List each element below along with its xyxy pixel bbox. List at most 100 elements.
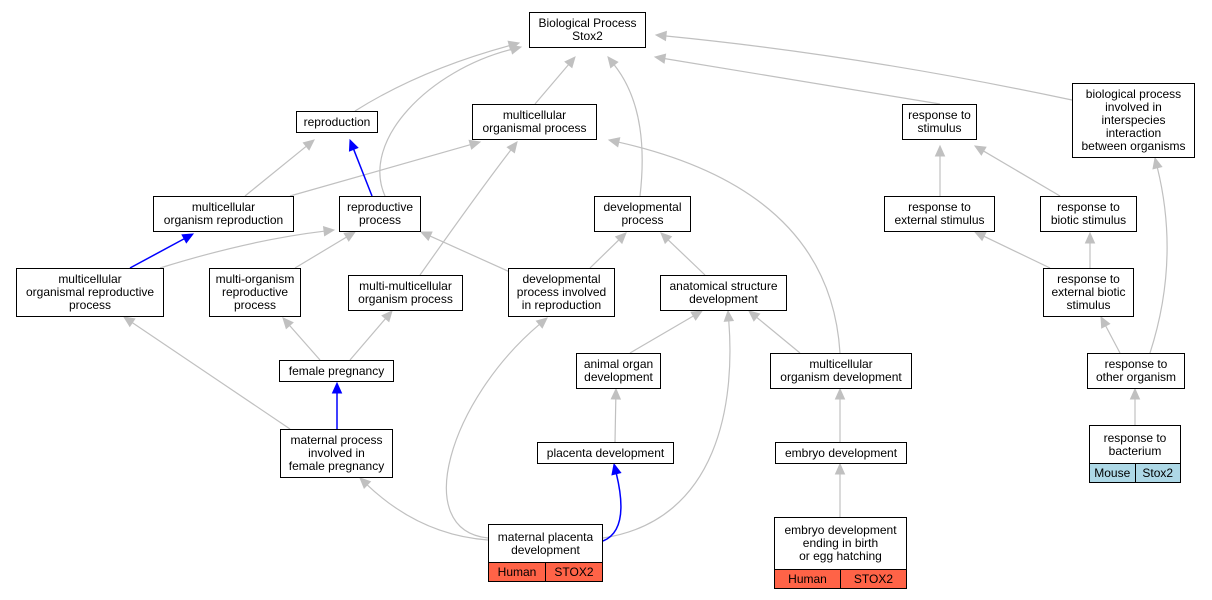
edge-mmop-to-mop bbox=[419, 149, 512, 276]
edge-roo-to-bpii-arrowhead bbox=[1152, 156, 1163, 170]
node-label: multi-multicellular organism process bbox=[358, 279, 453, 306]
edge-mpd-to-pd bbox=[602, 473, 622, 542]
node-label: response to biotic stimulus bbox=[1050, 200, 1127, 227]
node-multicellular-organism-development[interactable]: multicellular organism development bbox=[770, 353, 912, 389]
node-reproductive-process[interactable]: reproductive process bbox=[339, 196, 421, 232]
node-anatomical-structure-development[interactable]: anatomical structure development bbox=[660, 275, 787, 311]
node-multicellular-organism-reproduction[interactable]: multicellular organism reproduction bbox=[153, 196, 294, 232]
edge-mop-to-bp bbox=[534, 64, 569, 105]
node-embryo-development-ending-in-birth[interactable]: embryo development ending in birth or eg… bbox=[774, 517, 907, 589]
edge-aod-to-asd-arrowhead bbox=[690, 310, 704, 321]
node-response-to-stimulus[interactable]: response to stimulus bbox=[902, 104, 977, 140]
edge-rts-to-bp bbox=[664, 58, 941, 105]
edge-reproduction-to-bp bbox=[354, 45, 510, 112]
species-cell: Human bbox=[775, 570, 840, 588]
node-label: embryo development ending in birth or eg… bbox=[784, 523, 897, 563]
edge-rp-to-reproduction-arrowhead bbox=[348, 138, 359, 152]
edge-dp-to-bp bbox=[613, 64, 643, 197]
annotation-row: Mouse Stox2 bbox=[1090, 463, 1180, 482]
edge-fp-to-mmop bbox=[349, 318, 386, 361]
edge-pd-to-aod bbox=[614, 398, 617, 443]
node-multi-organism-reproductive-process[interactable]: multi-organism reproductive process bbox=[209, 268, 301, 317]
node-response-to-external-stimulus[interactable]: response to external stimulus bbox=[884, 196, 995, 232]
edge-mpifp-to-fp-arrowhead bbox=[331, 381, 343, 394]
edge-roo-to-bpii bbox=[1149, 167, 1168, 354]
edge-dpir-to-rp bbox=[429, 235, 511, 273]
node-label: placenta development bbox=[546, 445, 665, 460]
edge-rbs-to-rts bbox=[983, 150, 1061, 197]
node-label: reproduction bbox=[303, 114, 371, 129]
node-label: developmental process bbox=[603, 200, 682, 227]
edge-mod-to-mop bbox=[618, 141, 841, 354]
edge-mod-to-asd bbox=[756, 316, 801, 354]
edge-bpii-to-bp-arrowhead bbox=[654, 30, 667, 42]
edge-mod-to-asd-arrowhead bbox=[748, 310, 761, 322]
edge-morgp-to-rp bbox=[294, 236, 347, 269]
edge-roo-to-rebs-arrowhead bbox=[1100, 315, 1111, 329]
edge-fp-to-morgp-arrowhead bbox=[282, 317, 294, 330]
edge-mpifp-to-morp bbox=[131, 322, 291, 430]
edge-dpir-to-dp-arrowhead bbox=[614, 232, 627, 245]
edge-mpd-to-pd-arrowhead bbox=[611, 462, 622, 476]
node-maternal-placenta-development[interactable]: maternal placenta development Human STOX… bbox=[488, 524, 603, 582]
node-developmental-process[interactable]: developmental process bbox=[594, 196, 691, 232]
node-label: anatomical structure development bbox=[669, 279, 778, 306]
node-label: response to other organism bbox=[1095, 357, 1177, 384]
edge-edeb-to-ed-arrowhead bbox=[834, 462, 846, 475]
node-response-to-other-organism[interactable]: response to other organism bbox=[1087, 353, 1185, 389]
edge-rts-to-bp-arrowhead bbox=[653, 53, 667, 64]
node-animal-organ-development[interactable]: animal organ development bbox=[576, 353, 661, 389]
node-label: multicellular organismal process bbox=[482, 108, 587, 135]
edge-asd-to-dp bbox=[667, 239, 706, 276]
node-placenta-development[interactable]: placenta development bbox=[537, 442, 674, 464]
edge-res-to-rts-arrowhead bbox=[934, 144, 946, 157]
node-female-pregnancy[interactable]: female pregnancy bbox=[279, 360, 394, 382]
edge-mpd-to-asd bbox=[602, 320, 731, 539]
edge-ed-to-mod-arrowhead bbox=[834, 387, 846, 400]
node-label: maternal placenta development bbox=[497, 529, 594, 557]
edge-rebs-to-rbs-arrowhead bbox=[1084, 231, 1096, 244]
node-biological-process-interspecies[interactable]: biological process involved in interspec… bbox=[1072, 83, 1195, 158]
node-label: Biological Process Stox2 bbox=[538, 16, 637, 43]
node-multi-multicellular-organism-process[interactable]: multi-multicellular organism process bbox=[348, 275, 463, 311]
node-response-to-external-biotic-stimulus[interactable]: response to external biotic stimulus bbox=[1043, 268, 1134, 317]
edge-mmop-to-mop-arrowhead bbox=[506, 141, 518, 154]
node-label: animal organ development bbox=[583, 357, 654, 384]
edge-rbs-to-rts-arrowhead bbox=[973, 145, 987, 156]
node-label: response to external biotic stimulus bbox=[1051, 272, 1126, 312]
edge-dpir-to-rp-arrowhead bbox=[419, 231, 433, 242]
edge-mpd-to-dpir-arrowhead bbox=[535, 317, 548, 329]
edge-mop-to-bp-arrowhead bbox=[564, 56, 576, 69]
edge-morp-to-mor-arrowhead bbox=[181, 233, 195, 244]
edge-rp-to-reproduction bbox=[352, 149, 373, 197]
node-label: reproductive process bbox=[346, 200, 414, 227]
node-response-to-bacterium[interactable]: response to bacterium Mouse Stox2 bbox=[1089, 425, 1181, 483]
edge-asd-to-dp-arrowhead bbox=[660, 232, 673, 245]
node-label: maternal process involved in female preg… bbox=[288, 433, 385, 473]
edge-fp-to-mmop-arrowhead bbox=[381, 310, 393, 323]
edge-rebs-to-res-arrowhead bbox=[973, 231, 987, 242]
edge-mpd-to-mpifp bbox=[366, 484, 489, 541]
node-multicellular-organismal-reproductive-process[interactable]: multicellular organismal reproductive pr… bbox=[16, 268, 164, 317]
node-biological-process[interactable]: Biological Process Stox2 bbox=[529, 12, 646, 48]
node-reproduction[interactable]: reproduction bbox=[296, 111, 378, 133]
species-cell: Mouse bbox=[1090, 464, 1135, 482]
node-label: biological process involved in interspec… bbox=[1081, 87, 1186, 153]
node-developmental-process-involved-in-reproduction[interactable]: developmental process involved in reprod… bbox=[508, 268, 615, 317]
edge-dp-to-bp-arrowhead bbox=[607, 56, 619, 69]
node-multicellular-organismal-process[interactable]: multicellular organismal process bbox=[472, 104, 597, 140]
edge-mor-to-mop-arrowhead bbox=[468, 139, 482, 150]
species-cell: Human bbox=[489, 563, 545, 581]
edge-morgp-to-rp-arrowhead bbox=[343, 231, 357, 242]
node-embryo-development[interactable]: embryo development bbox=[775, 442, 907, 464]
edge-rebs-to-res bbox=[983, 235, 1051, 269]
node-label: female pregnancy bbox=[288, 363, 385, 378]
annotation-row: Human STOX2 bbox=[775, 569, 906, 588]
edge-pd-to-aod-arrowhead bbox=[610, 387, 622, 400]
edge-mpifp-to-morp-arrowhead bbox=[122, 316, 136, 328]
edge-aod-to-asd bbox=[629, 315, 694, 354]
node-response-to-biotic-stimulus[interactable]: response to biotic stimulus bbox=[1040, 196, 1137, 232]
node-maternal-process-in-female-pregnancy[interactable]: maternal process involved in female preg… bbox=[280, 429, 393, 478]
edge-bpii-to-bp bbox=[665, 35, 1073, 101]
